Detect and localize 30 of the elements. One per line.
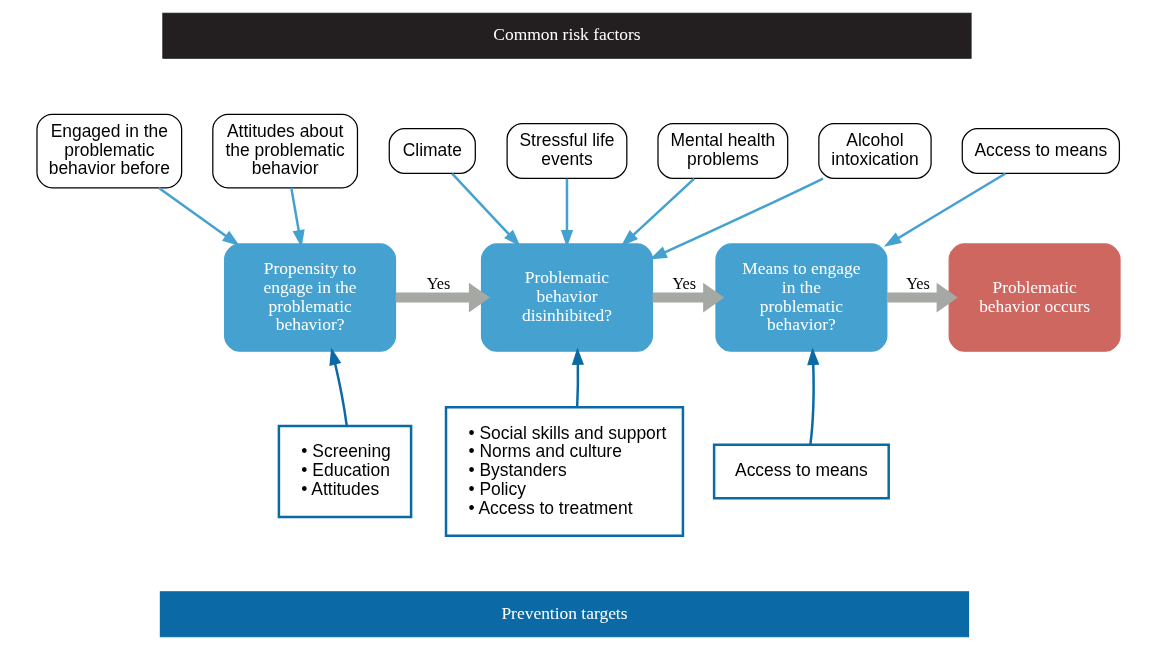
arrow [451,172,521,247]
node-box: Access to means [712,443,890,500]
edge-label: Yes [906,275,930,294]
arrow [329,347,348,426]
node-box: Problematic behavior occurs [948,243,1121,352]
arrow [886,282,958,313]
node-box: Access to means [961,127,1120,175]
node-box: Mental health problems [657,123,789,180]
node-box: Propensity to engage in the problematic behavior? [224,243,397,352]
node-box: Means to engage in the problematic behavior? [715,243,888,352]
node-box: Problematic behavior disinhibited? [480,243,653,352]
node-box: Stressful life events [506,123,628,180]
arrow [807,347,820,445]
node-box: Attitudes about the problematic behavior [212,113,359,189]
node-box: • Social skills and support • Norms and culture • Bystanders • Policy • Access to treatment [444,406,685,537]
arrow [652,282,725,313]
arrow [649,177,824,260]
arrow [395,282,491,313]
node-box: Climate [388,127,476,175]
node-box: Engaged in the problematic behavior before [36,113,183,189]
node-box: • Screening • Education • Attitudes [277,424,413,519]
node-box: Alcohol intoxication [818,123,932,180]
edge-label: Yes [672,275,696,294]
arrow [158,186,240,246]
edge-label: Yes [426,275,451,294]
arrow [883,172,1007,247]
arrow [621,177,696,247]
arrow [571,347,584,407]
node-box: Prevention targets [159,591,970,638]
node-box: Common risk factors [162,12,972,59]
